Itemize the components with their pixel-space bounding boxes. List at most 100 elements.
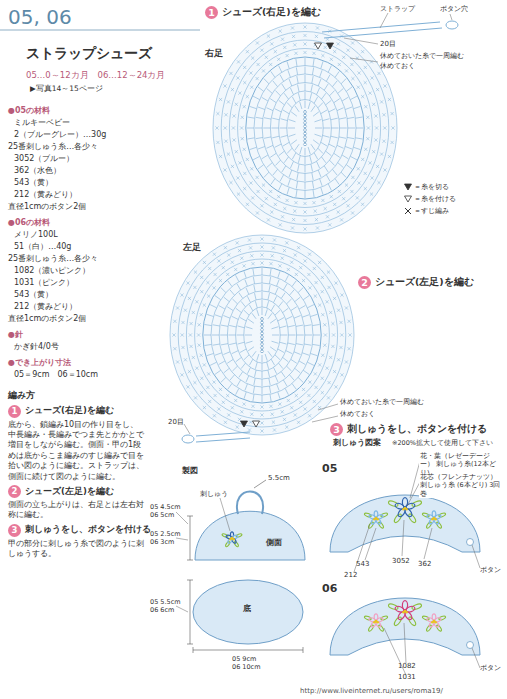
flower-3052 [388,498,422,524]
label-text: 05 2.5cm [150,530,181,538]
label-text: メリノ100L [14,230,58,240]
chain-stitch [260,325,263,327]
side-flower [222,532,243,548]
button-hole [446,21,458,29]
label-text: ●でき上がり寸法 [8,358,71,368]
chain-stitch [260,329,263,331]
leader-line [450,14,452,20]
step-heading: 2シューズ(左足)を編む [358,276,474,289]
join-mark [315,43,322,49]
label-text: 362（水色） [14,166,61,176]
flower-362 [422,511,446,529]
step-heading: 3刺しゅうをし、ボタンを付ける [330,423,487,436]
label-text: 212（黄みどり） [14,190,77,200]
chart-ground [213,23,397,233]
leader-line [176,606,188,612]
step-title: 刺しゅうをし、ボタンを付ける [25,524,151,536]
label-text: 362 [418,560,431,569]
chain-stitch [303,122,306,124]
chain-stitch [260,339,263,341]
label-text: 06 10cm [232,663,261,671]
leader-line [350,58,378,62]
label-text: 05…0～12カ月 06…12～24カ月 [26,70,166,81]
leader-line [380,13,388,28]
label-text: 543 [356,560,369,569]
label-text: 25番刺しゅう糸…各少々 [8,142,98,152]
legend-cut-symbol [405,184,412,190]
chart-row [213,23,397,233]
chain-stitch [303,114,306,116]
step-heading: 1 シューズ(右足)を編む [8,405,114,418]
chain-stitch [303,111,306,113]
strap-edge [196,432,250,436]
chart-row [195,259,330,411]
leader-line [354,524,370,572]
step-number: 1 [205,6,218,19]
label-text: 05 4.5cm [150,503,181,511]
label-text: 編み方 [8,390,35,402]
chain-stitch [260,336,263,338]
chain-stitch [303,132,306,134]
petal [405,502,415,510]
leader-line [220,498,230,531]
strap-loop [237,492,263,515]
step-title: シューズ(右足)を編む [25,405,114,417]
chart-row [170,235,354,435]
label-text: 右足 [205,48,223,60]
label-text: 20目 [168,418,184,427]
label-text: ※200%拡大して使用して下さい [392,439,493,447]
label-text: 05＝9cm 06＝10cm [14,370,98,380]
label-text: 06 6cm [150,606,174,614]
button [467,539,474,546]
french-knot [405,611,408,614]
leader-line [176,538,188,540]
label-text: 06 3cm [150,538,174,546]
label-text: 直径1cmのボタン2個 [8,314,86,324]
leader-line [404,623,406,663]
left-shoe-chart [170,235,354,435]
label-text: 212 [344,571,357,580]
step-number: 3 [8,524,21,537]
step-number: 3 [330,423,343,436]
stitch-crosses [172,237,351,432]
label-text: 休めておいた糸で一周編む [380,52,464,60]
step-number: 2 [8,485,21,498]
french-knot [431,518,434,521]
chain-stitch [260,343,263,345]
label-text: 側面 [266,538,282,548]
sole-panel [193,580,303,644]
step-title: シューズ(左足)を編む [375,276,474,289]
label-text: 212（黄みどり） [14,302,77,312]
label-text: 刺しゅう図案 [333,438,381,448]
label-text: 底 [243,604,251,614]
french-knot [232,538,235,541]
label-text: 1082 [398,662,416,671]
legend-text: ＝糸を切る [414,182,449,192]
step-title: シューズ(左足)を編む [25,486,114,498]
step-heading: 1 シューズ(右足)を編む [205,6,321,19]
label-text: 休めておく [380,62,415,70]
dimension-line [187,516,193,560]
side-panel [195,511,305,560]
chart-row [238,49,373,208]
label-text: かぎ針4/0号 [14,342,59,352]
leader-line [184,424,190,434]
step-heading: 2 シューズ(左足)を編む [8,485,114,498]
legend-join-symbol [405,196,412,202]
leader-line [318,404,338,410]
step-title: シューズ(右足)を編む [222,6,321,19]
strap-edge [322,22,440,32]
label-text: 20目 [380,40,396,49]
label-text: 543（黄） [14,178,53,188]
stitch-crosses [215,25,394,230]
step-number: 1 [8,405,21,418]
chain-stitch [303,118,306,120]
french-knot [434,518,437,521]
french-knot [431,621,434,624]
label-text: 刺しゅう [200,490,228,498]
label-text: ●05の材料 [8,106,50,116]
chart-row [203,267,321,403]
label-text: 543（黄） [14,290,53,300]
button [467,642,474,649]
